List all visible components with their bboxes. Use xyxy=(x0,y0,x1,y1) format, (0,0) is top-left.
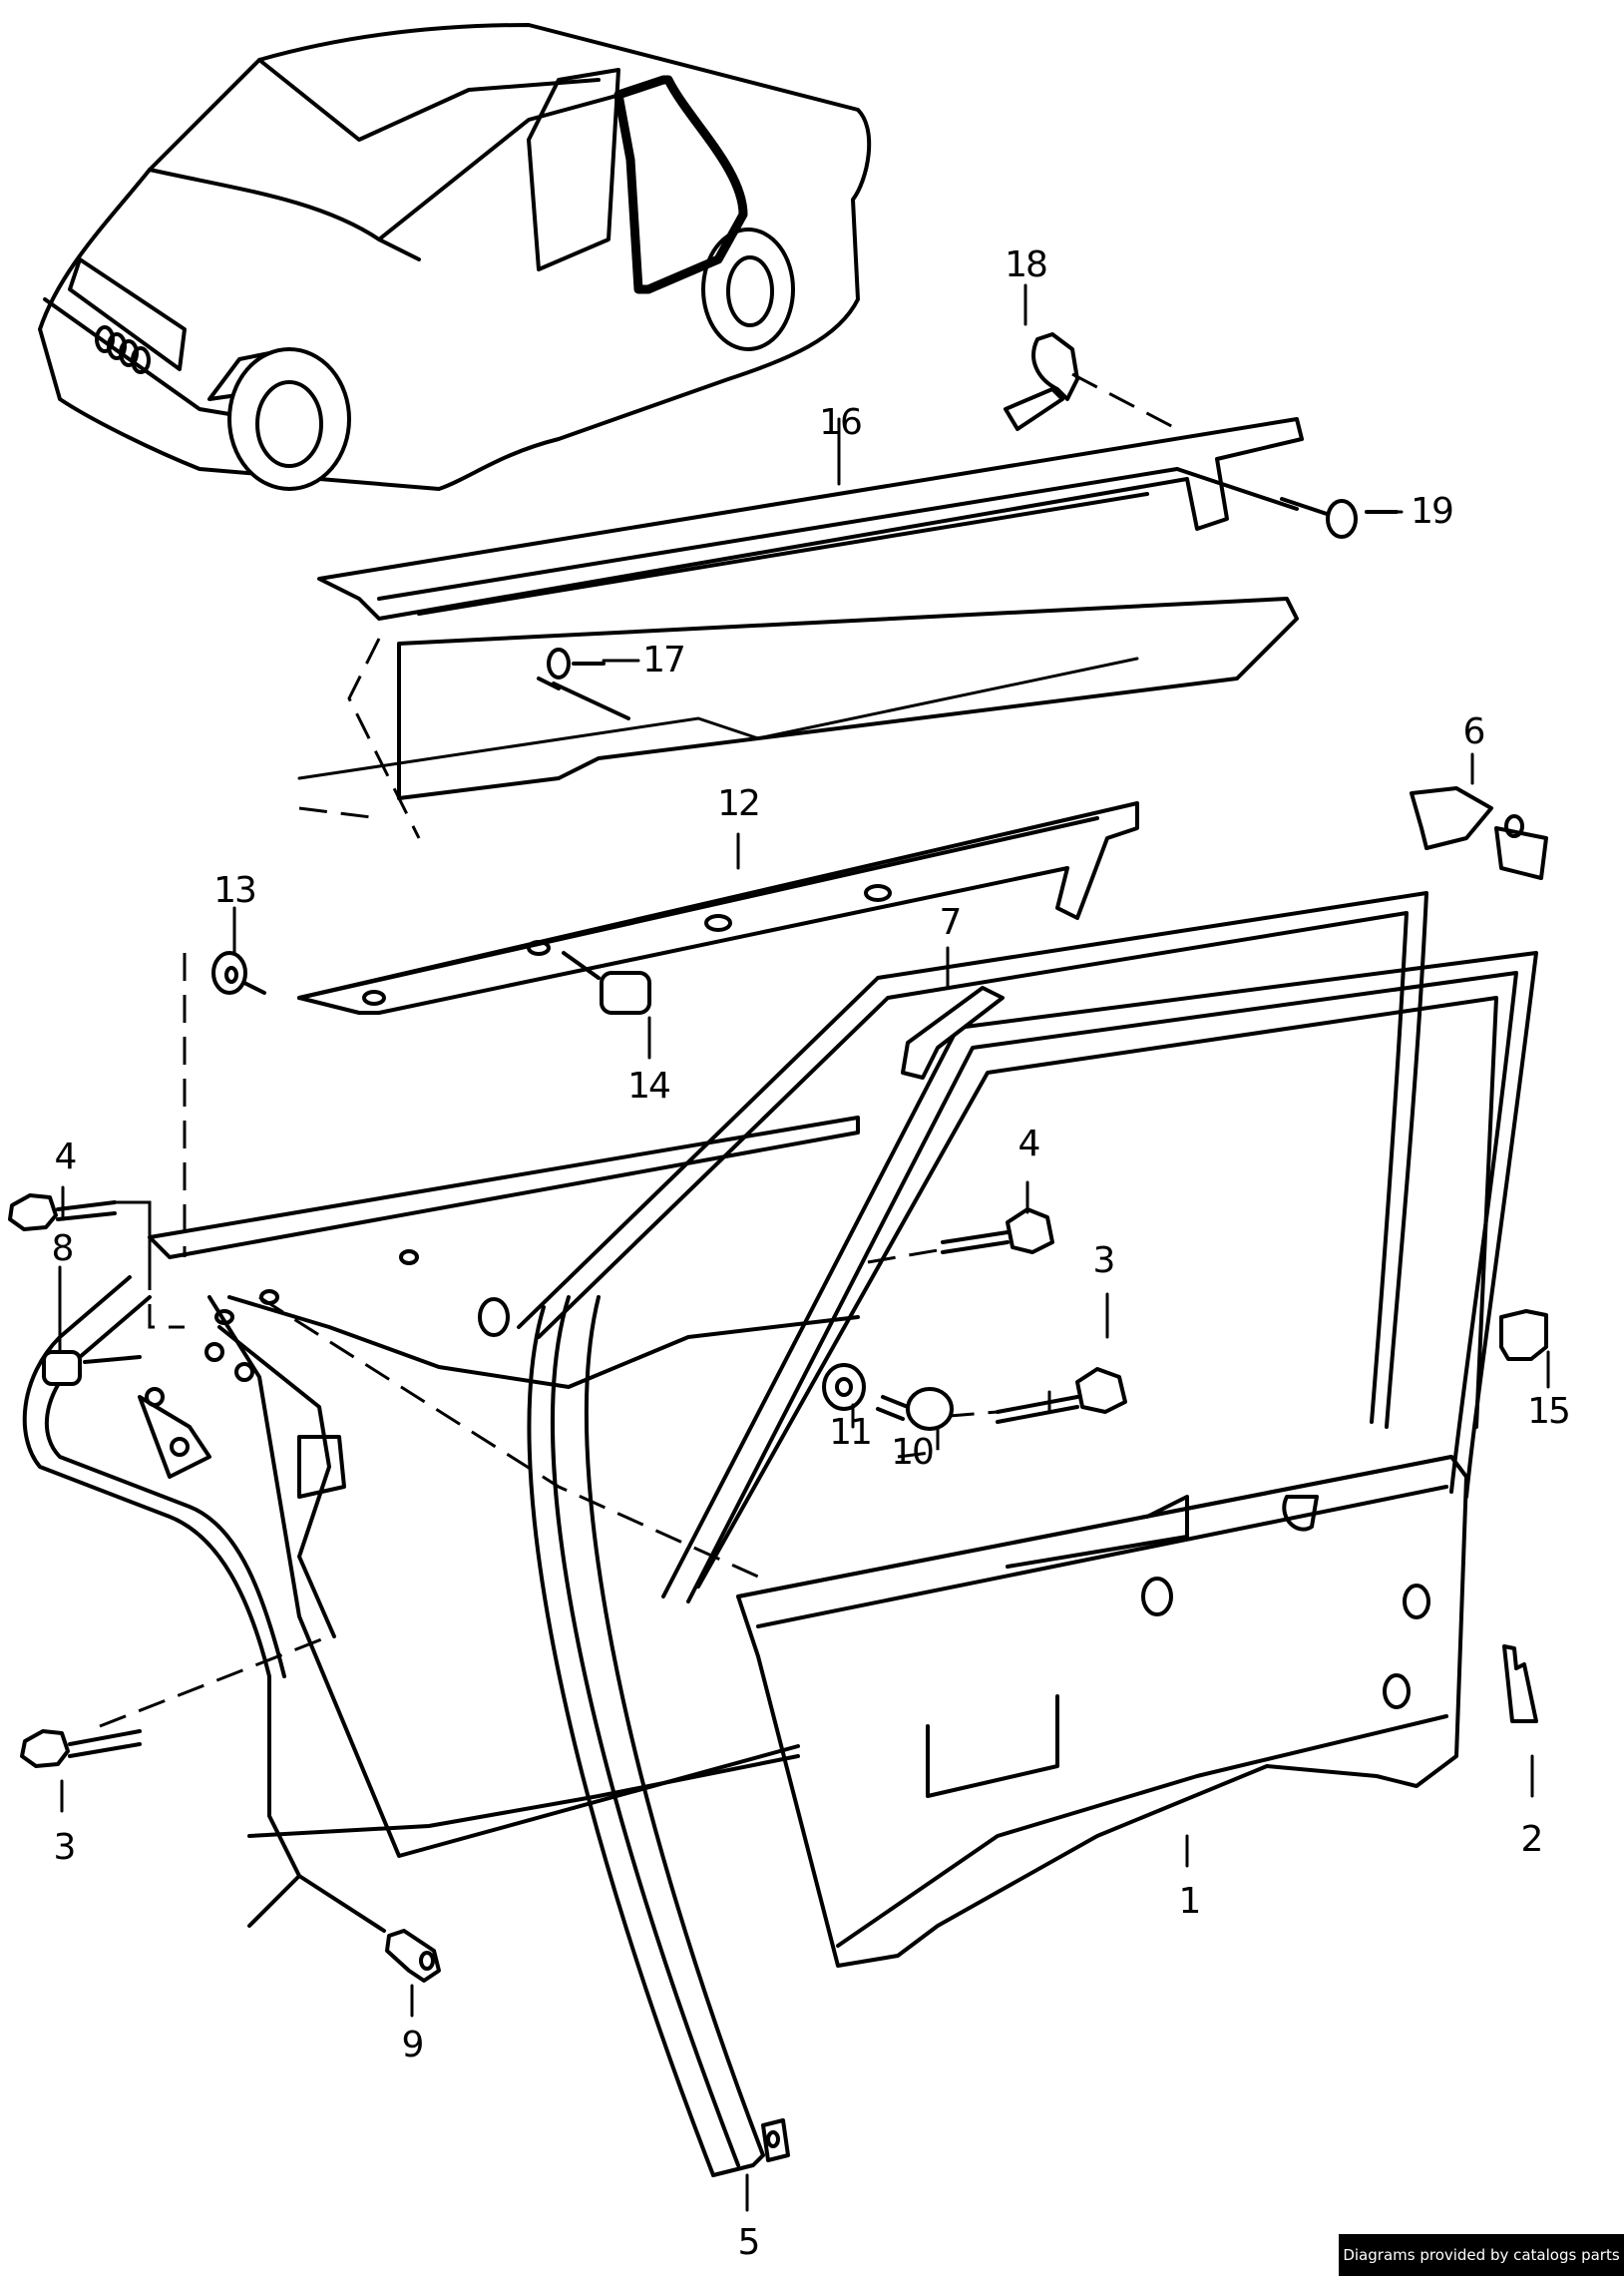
callout-9[interactable]: 9 xyxy=(401,2025,425,2065)
bracket-part-7 xyxy=(901,986,1005,1080)
bracket-part-6 xyxy=(1410,786,1548,880)
nut-part-9 xyxy=(297,1874,441,1983)
sill-strip-16 xyxy=(297,417,1304,839)
door-inner-frame xyxy=(22,1116,860,1928)
clip-part-18 xyxy=(1004,332,1178,431)
callout-7[interactable]: 7 xyxy=(939,902,963,943)
bolt-part-4-left xyxy=(8,1193,152,1264)
callout-4-right[interactable]: 4 xyxy=(1017,1124,1041,1164)
clip-part-2 xyxy=(1502,1644,1538,1723)
callout-4-left[interactable]: 4 xyxy=(54,1137,78,1177)
callout-10[interactable]: 10 xyxy=(891,1432,935,1473)
callout-11[interactable]: 11 xyxy=(829,1412,873,1453)
callout-2[interactable]: 2 xyxy=(1520,1819,1544,1860)
callout-12[interactable]: 12 xyxy=(717,783,761,824)
callout-3-left[interactable]: 3 xyxy=(53,1827,77,1868)
pin-part-17 xyxy=(537,648,630,720)
seal-part-5 xyxy=(527,1295,790,2177)
callout-3-right[interactable]: 3 xyxy=(1092,1240,1116,1281)
leader-lines xyxy=(58,283,1550,2212)
callout-8[interactable]: 8 xyxy=(51,1228,75,1269)
diagram-credit-badge: Diagrams provided by catalogs parts xyxy=(1339,2234,1624,2276)
callout-18[interactable]: 18 xyxy=(1005,244,1048,285)
callout-14[interactable]: 14 xyxy=(627,1066,671,1107)
callout-15[interactable]: 15 xyxy=(1527,1391,1571,1432)
sill-strip-12 xyxy=(297,801,1139,1015)
clip-part-13 xyxy=(183,951,266,1257)
door-shell-part-1 xyxy=(517,891,1538,1968)
washer-part-11 xyxy=(822,1363,866,1411)
callout-6[interactable]: 6 xyxy=(1462,711,1486,752)
plug-part-8 xyxy=(42,1350,142,1386)
callout-1[interactable]: 1 xyxy=(1178,1881,1202,1922)
callout-5[interactable]: 5 xyxy=(737,2222,761,2263)
callout-19[interactable]: 19 xyxy=(1411,491,1454,532)
bolt-part-3-right xyxy=(897,1367,1127,1459)
callout-13[interactable]: 13 xyxy=(213,870,257,911)
callout-16[interactable]: 16 xyxy=(819,402,863,443)
bolt-part-3-left xyxy=(20,1729,142,1768)
screw-part-10 xyxy=(876,1387,954,1431)
clip-part-14 xyxy=(562,951,651,1015)
callout-17[interactable]: 17 xyxy=(642,640,686,681)
car-overview-illustration xyxy=(38,23,872,491)
cap-part-15 xyxy=(1499,1309,1548,1361)
